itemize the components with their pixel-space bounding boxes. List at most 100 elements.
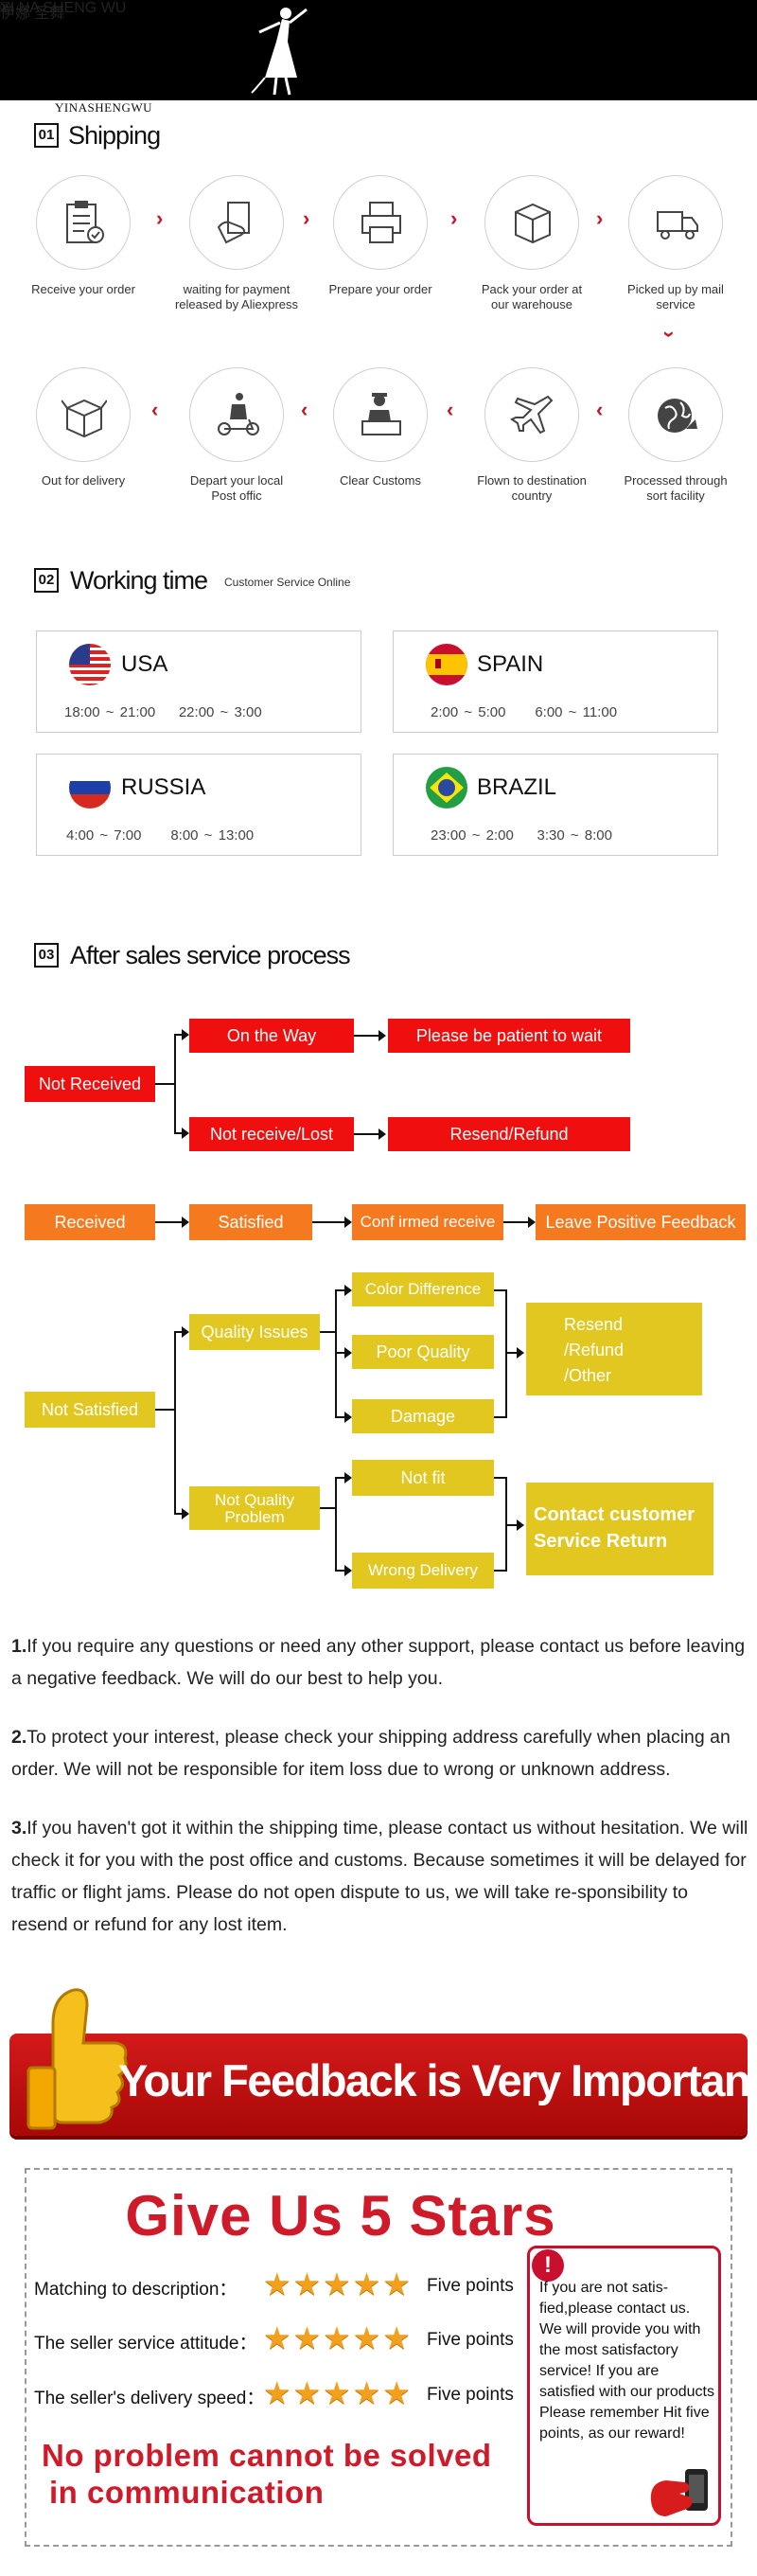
flow-contact-service [526,1483,713,1575]
flow-connector [312,1221,346,1223]
flow-connector [174,1034,187,1036]
flow-not-quality-problem [189,1486,320,1530]
dancer-logo-icon [251,8,308,96]
arrow-head-icon [344,1347,352,1359]
flow-connector [174,1331,187,1333]
section-title: After sales service process [70,941,351,969]
flow-connector [335,1477,348,1479]
rating-points: Five points [427,2330,514,2350]
spain-flag-icon [426,644,467,685]
flow-received: Received [25,1204,155,1240]
truck-icon [657,211,698,240]
flow-connector [494,1289,507,1291]
flow-connector [354,1035,380,1037]
customs-officer-icon [361,393,401,435]
no-problem-line-2: in communication [49,2475,325,2510]
flow-poor-quality: Poor Quality [352,1335,494,1369]
flow-connector [335,1289,348,1291]
step-pack-order [484,175,579,270]
step-clear-customs [333,367,428,462]
flow-resend-refund-other [526,1303,702,1395]
country-hours: 4:00 ~ 7:00 8:00 ~ 13:00 [66,827,255,844]
flow-color-difference: Color Difference [352,1272,494,1306]
country-name: BRAZIL [477,774,557,800]
arrow-head-icon [182,1029,189,1040]
card-icon [217,202,250,244]
alert-icon: ! [532,2249,564,2282]
flow-connector [505,1289,507,1418]
step-label: Pack your order at our warehouse [481,282,583,311]
country-name: SPAIN [477,651,544,677]
flow-connector [354,1133,380,1135]
brand-header [0,0,757,100]
flow-connector [505,1524,519,1526]
step-label: Processed through sort facility [624,473,728,503]
arrow-head-icon [344,1472,352,1483]
arrow-head-icon [344,1565,352,1576]
hand-phone-icon [650,2469,708,2516]
box-icon [515,203,551,244]
tip-text: If you are not satis-fied,please contact… [539,2280,714,2442]
country-name: USA [121,651,168,677]
five-stars-icon: ★★★★★ [263,2320,413,2355]
flow-connector [174,1513,187,1515]
usa-flag-icon [69,644,111,685]
scooter-icon [218,393,259,435]
flow-connector [174,1132,187,1134]
note-3: 3.If you haven't got it within the shipp… [11,1818,748,1935]
step-label: Prepare your order [328,282,432,296]
section-title: Working time [70,566,208,595]
arrow-head-icon [378,1030,386,1041]
country-hours: 2:00 ~ 5:00 6:00 ~ 11:00 [431,704,618,720]
flow-connector [155,1409,174,1411]
five-stars-icon: ★★★★★ [263,2266,413,2301]
arrow-head-icon [182,1128,189,1139]
feedback-banner [9,2034,748,2136]
flow-connector [335,1477,337,1572]
flow-connector [155,1083,174,1085]
step-label: Flown to destination country [477,473,587,503]
country-hours: 18:00 ~ 21:00 22:00 ~ 3:00 [64,704,262,720]
airplane-icon [510,395,554,435]
flow-connector [335,1570,348,1572]
no-problem-line-1: No problem cannot be solved [42,2438,492,2473]
give-stars-title: Give Us 5 Stars [125,2184,556,2247]
flow-confirmed-receive: Conf irmed receive [352,1204,503,1240]
brand-name-chinese: 伊娜 圣舞 [0,6,65,22]
flow-connector [320,1331,337,1333]
section-number: 03 [34,943,59,968]
flow-on-the-way: On the Way [189,1019,354,1053]
clipboard-icon [66,201,104,243]
chevron-down-icon: › [658,330,682,338]
flow-positive-feedback: Leave Positive Feedback [536,1204,746,1240]
flow-contact-service-text: Contact customer Service Return [534,1504,695,1552]
small-brand-logo: YINASHENGWU [55,100,152,115]
step-out-for-delivery [36,367,131,462]
registered-mark: ® [0,0,11,16]
step-label: Clear Customs [340,473,421,488]
chevron-left-icon: ‹ [596,398,604,421]
flow-connector [174,1331,176,1515]
flow-connector [320,1507,337,1509]
flow-connector [494,1416,507,1418]
flow-connector [155,1221,184,1223]
open-box-icon [62,399,107,438]
step-label: Receive your order [31,282,135,296]
thumbs-up-icon [26,1988,128,2130]
flow-connector [174,1034,176,1134]
flow-connector [335,1352,348,1354]
rating-label: The seller's delivery speed： [34,2389,265,2408]
flow-wrong-delivery: Wrong Delivery [352,1553,494,1589]
flow-damage: Damage [352,1399,494,1433]
chevron-right-icon: › [450,206,458,230]
country-hours: 23:00 ~ 2:00 3:30 ~ 8:00 [431,827,612,844]
chevron-right-icon: › [156,206,164,230]
flow-connector [335,1416,348,1418]
brazil-flag-icon [426,767,467,808]
flow-not-received: Not Received [25,1066,155,1102]
flow-connector [494,1477,507,1479]
step-label: waiting for payment released by Aliexpre… [174,282,299,311]
step-flown-destination [484,367,579,462]
flow-not-satisfied: Not Satisfied [25,1392,155,1428]
step-picked-up [628,175,723,270]
